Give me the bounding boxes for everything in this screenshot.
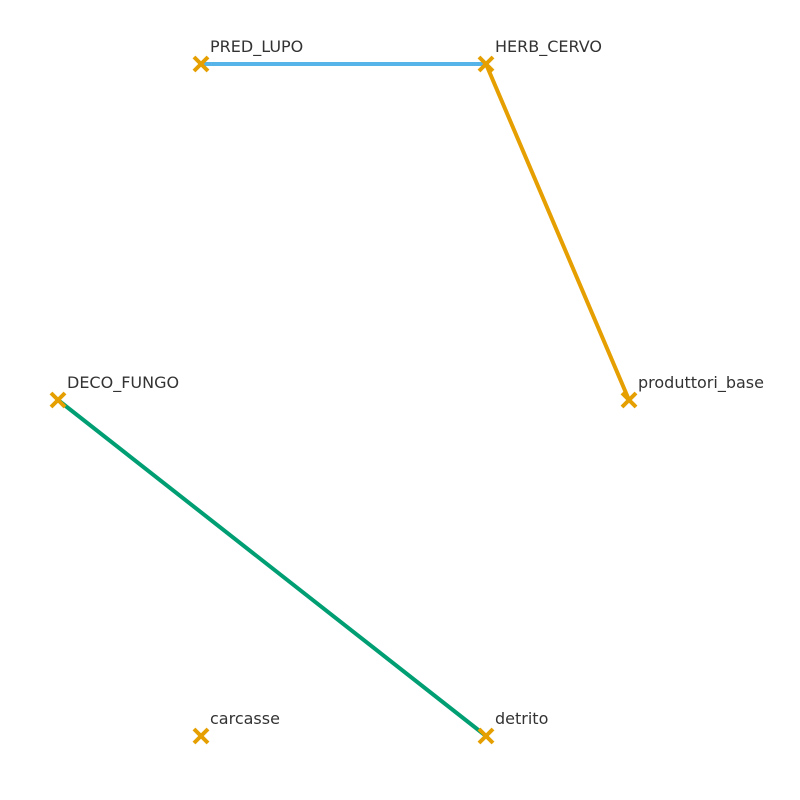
node-herb-cervo: HERB_CERVO [477, 37, 602, 73]
node-marker-x-icon [49, 391, 67, 409]
edge-herb-cervo-produttori-base [484, 62, 631, 402]
edges-layer [56, 62, 631, 738]
node-marker-x-icon [620, 391, 638, 409]
node-marker-x-icon [192, 55, 210, 73]
edge-deco-fungo-detrito [56, 398, 488, 738]
node-marker-x-icon [477, 55, 495, 73]
node-marker-x-icon [192, 727, 210, 745]
node-marker-x-icon [477, 727, 495, 745]
node-label-carcasse: carcasse [210, 709, 280, 728]
node-label-pred-lupo: PRED_LUPO [210, 37, 303, 57]
node-deco-fungo: DECO_FUNGO [49, 373, 179, 409]
node-label-herb-cervo: HERB_CERVO [495, 37, 602, 57]
node-produttori-base: produttori_base [620, 373, 764, 409]
node-detrito: detrito [477, 709, 548, 745]
node-pred-lupo: PRED_LUPO [192, 37, 303, 73]
node-label-detrito: detrito [495, 709, 548, 728]
node-carcasse: carcasse [192, 709, 280, 745]
node-label-produttori-base: produttori_base [638, 373, 764, 393]
node-label-deco-fungo: DECO_FUNGO [67, 373, 179, 393]
nodes-layer: PRED_LUPO HERB_CERVO DECO_FUNGO produtto… [49, 37, 764, 745]
